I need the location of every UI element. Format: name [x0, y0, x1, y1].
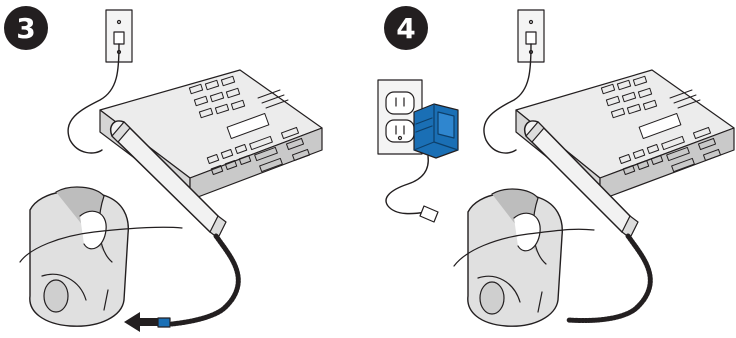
headset-base-icon	[468, 189, 562, 326]
coiled-cord-icon	[172, 236, 238, 324]
coiled-cord-icon	[568, 236, 650, 321]
step-number-badge: 3	[4, 6, 48, 50]
step-3-illustration	[0, 0, 368, 338]
insert-arrow-icon	[124, 312, 158, 332]
headset-base-icon	[30, 187, 128, 326]
step-3-panel: 3	[0, 0, 368, 338]
power-cord-icon	[386, 156, 428, 214]
power-adapter-icon	[414, 104, 458, 158]
step-4-illustration	[368, 0, 736, 338]
step-4-panel: 4	[368, 0, 736, 338]
step-number-badge: 4	[384, 6, 428, 50]
desk-phone-icon	[100, 70, 322, 238]
